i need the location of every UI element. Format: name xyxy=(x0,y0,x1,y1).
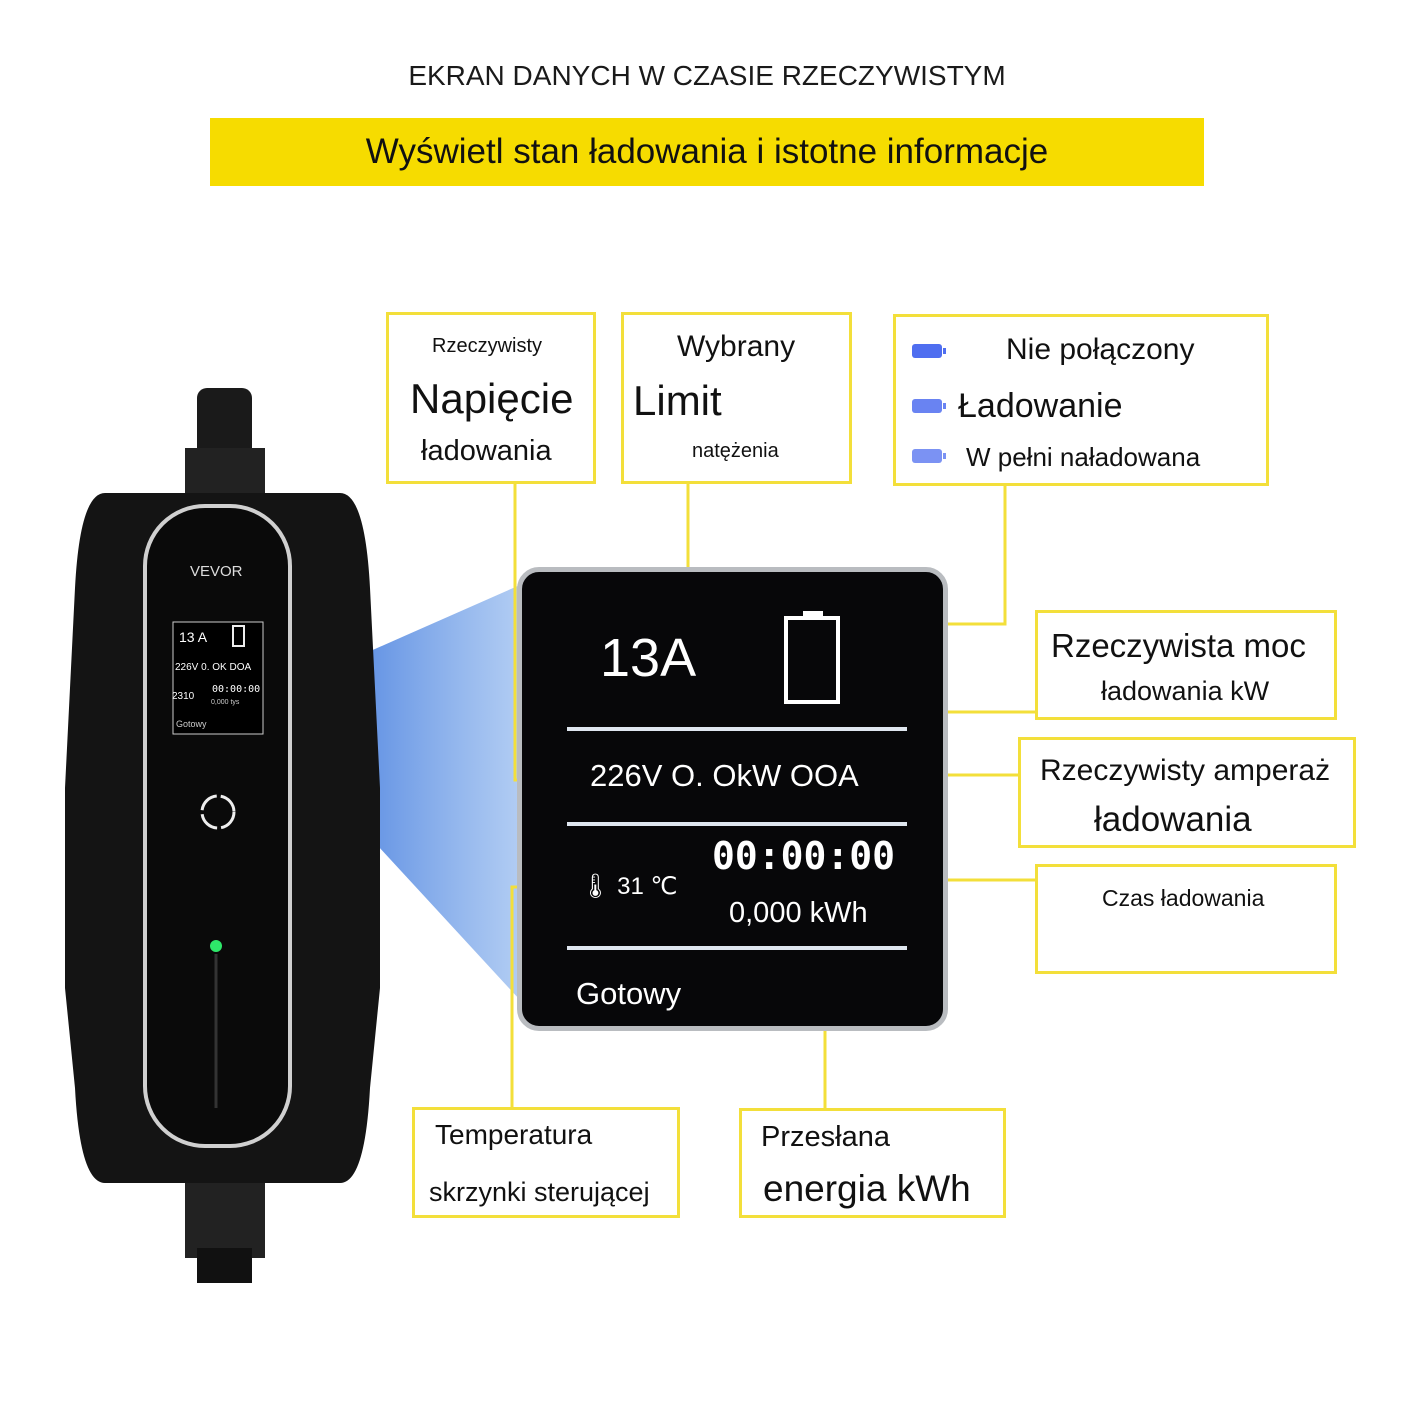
device-timer: 00:00:00 xyxy=(212,684,261,695)
label: Napięcie xyxy=(410,375,574,422)
label: Rzeczywisty xyxy=(432,335,543,357)
label: Rzeczywista moc xyxy=(1051,627,1306,664)
label: energia kWh xyxy=(763,1168,971,1209)
label: Wybrany xyxy=(677,330,796,363)
battery-full-icon xyxy=(912,449,946,463)
device-left-value: 2310 xyxy=(172,691,195,702)
thermometer-icon: 🌡 xyxy=(580,873,611,900)
divider xyxy=(567,727,907,731)
label: ładowania kW xyxy=(1101,676,1270,706)
label: natężenia xyxy=(692,440,779,462)
screen-temperature: 🌡 31 ℃ xyxy=(580,872,677,901)
page-title: EKRAN DANYCH W CZASIE RZECZYWISTYM xyxy=(408,60,1006,91)
label: Czas ładowania xyxy=(1102,885,1265,911)
ev-charger-device xyxy=(65,388,380,1283)
callout-voltage: Rzeczywisty Napięcie ładowania xyxy=(386,312,596,484)
label: skrzynki sterującej xyxy=(429,1177,650,1207)
banner-text: Wyświetl stan ładowania i istotne inform… xyxy=(365,132,1049,171)
divider xyxy=(567,946,907,950)
status-not-connected: Nie połączony xyxy=(1006,333,1195,366)
callout-amperage: Rzeczywisty amperaż ładowania xyxy=(1018,737,1356,848)
callout-charging-time: Czas ładowania xyxy=(1035,864,1337,974)
temp-value: 31 ℃ xyxy=(617,873,678,900)
callout-battery-status: Nie połączony Ładowanie W pełni naładowa… xyxy=(893,314,1269,486)
device-battery-icon xyxy=(232,625,245,647)
device-current: 13 A xyxy=(179,629,208,645)
callout-temperature: Temperatura skrzynki sterującej xyxy=(412,1107,680,1218)
battery-empty-icon xyxy=(912,344,946,358)
battery-charging-icon xyxy=(912,399,946,413)
label: Limit xyxy=(633,377,722,424)
device-brand: VEVOR xyxy=(190,563,243,580)
divider xyxy=(567,822,907,826)
label: Temperatura xyxy=(435,1119,593,1150)
screen-energy: 0,000 kWh xyxy=(729,897,868,929)
device-readings: 226V 0. OK DOA xyxy=(175,662,252,673)
screen-timer: 00:00:00 xyxy=(712,834,896,878)
device-energy: 0,000 tys xyxy=(211,699,240,706)
label: ładowania xyxy=(421,435,552,467)
status-charging: Ładowanie xyxy=(958,387,1123,425)
device-status: Gotowy xyxy=(176,719,207,729)
callout-energy: Przesłana energia kWh xyxy=(739,1108,1006,1218)
screen-status: Gotowy xyxy=(576,976,682,1011)
screen-battery-icon xyxy=(784,611,840,704)
screen-readings: 226V O. OkW OOA xyxy=(590,758,859,793)
status-full: W pełni naładowana xyxy=(966,442,1201,472)
label: Przesłana xyxy=(761,1121,890,1153)
label: Rzeczywisty amperaż xyxy=(1040,754,1331,787)
callout-current-limit: Wybrany Limit natężenia xyxy=(621,312,852,484)
screen-current: 13A xyxy=(600,628,697,688)
display-screen: 13A 226V O. OkW OOA 🌡 31 ℃ 00:00:00 0,00… xyxy=(517,567,948,1031)
callout-power: Rzeczywista moc ładowania kW xyxy=(1035,610,1337,720)
label: ładowania xyxy=(1094,800,1252,839)
banner: Wyświetl stan ładowania i istotne inform… xyxy=(210,118,1204,186)
